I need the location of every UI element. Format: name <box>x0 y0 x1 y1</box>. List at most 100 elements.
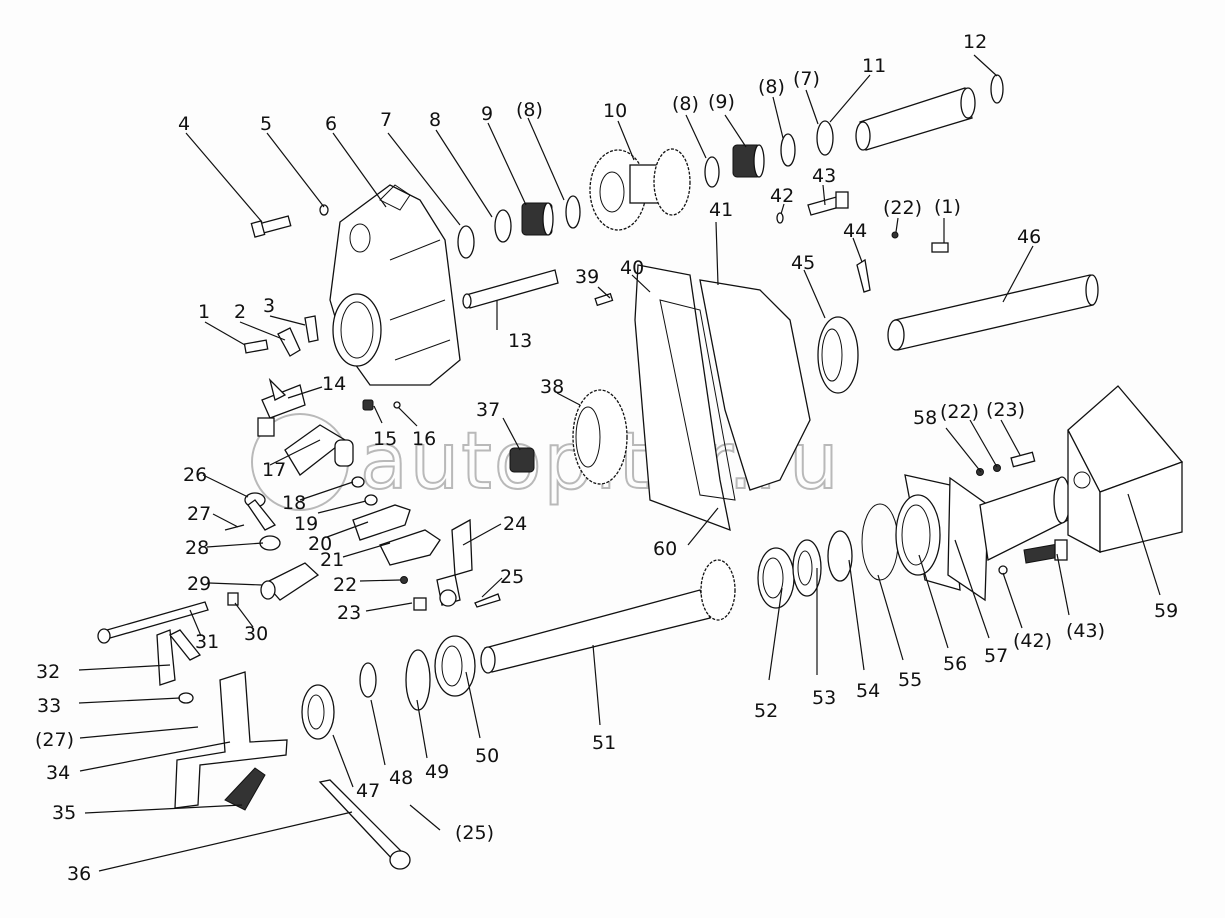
callout-l17: 17 <box>262 459 286 481</box>
part-17-selector <box>284 424 354 476</box>
leader-line-l60 <box>687 507 719 546</box>
leader-line-l8b <box>527 117 565 201</box>
part-44-lock-tab <box>856 258 871 293</box>
leader-line-l7 <box>387 132 461 226</box>
callout-l31: 31 <box>195 631 219 653</box>
part-4-bolt <box>250 215 292 238</box>
part-16-ball <box>393 401 401 409</box>
part-55-o-ring <box>861 503 899 581</box>
part-5-nut <box>319 204 329 216</box>
part-50-bearing <box>434 635 476 697</box>
leader-line-l55 <box>877 574 904 661</box>
callout-l2: 2 <box>234 301 246 323</box>
part-43-bolt <box>807 191 849 216</box>
part-31-rod <box>97 601 209 644</box>
callout-l26: 26 <box>183 464 207 486</box>
callout-l54: 54 <box>856 680 880 702</box>
callout-l24: 24 <box>503 513 527 535</box>
part-59-cover-box <box>1067 385 1184 554</box>
callout-l25b: (25) <box>455 822 494 844</box>
part-8-ring-3 <box>704 156 720 188</box>
callout-l25: 25 <box>500 566 524 588</box>
leader-line-l27b <box>79 726 199 739</box>
leader-line-l24 <box>462 523 502 546</box>
callout-l18: 18 <box>282 492 306 514</box>
part-38-gear <box>572 389 628 485</box>
part-53-seal <box>792 539 822 597</box>
leader-line-l9b <box>724 114 747 148</box>
callout-l6: 6 <box>325 113 337 135</box>
leader-line-l42b <box>1002 572 1023 629</box>
leader-line-l51 <box>592 644 601 726</box>
part-8-ring-4 <box>780 133 796 167</box>
leader-line-l44 <box>852 237 863 263</box>
part-60-gasket <box>659 299 736 501</box>
callout-l51: 51 <box>592 732 616 754</box>
callout-l47: 47 <box>356 780 380 802</box>
leader-line-l12 <box>973 54 998 77</box>
part-3-lock <box>304 315 319 343</box>
leader-line-l28 <box>206 542 264 548</box>
callout-l59: 59 <box>1154 600 1178 622</box>
callout-l48: 48 <box>389 767 413 789</box>
callout-l3: 3 <box>263 295 275 317</box>
callout-l33: 33 <box>37 695 61 717</box>
leader-line-l50 <box>465 671 481 739</box>
part-25-pin <box>474 593 501 608</box>
part-27-cotter-pin <box>224 524 245 531</box>
leader-line-l22c <box>969 419 998 468</box>
part-42-washer <box>776 212 784 224</box>
callout-l34: 34 <box>46 762 70 784</box>
leader-line-l3 <box>269 315 306 326</box>
leader-line-l57 <box>954 539 990 639</box>
leader-line-l4 <box>185 132 263 223</box>
leader-line-l35 <box>84 804 243 814</box>
callout-l37: 37 <box>476 399 500 421</box>
callout-l1: 1 <box>198 301 210 323</box>
part-23-bolt-2 <box>1010 451 1036 468</box>
leader-line-l26 <box>202 474 249 498</box>
leader-line-l32 <box>78 664 171 671</box>
leader-line-l5 <box>266 132 325 208</box>
part-34-bracket-plate <box>174 671 288 809</box>
callout-l10: 10 <box>603 100 627 122</box>
leader-line-l10 <box>617 120 635 161</box>
leader-line-l52 <box>768 587 783 681</box>
callout-l21: 21 <box>320 549 344 571</box>
part-40-gasket <box>634 264 731 532</box>
leader-line-l18 <box>299 481 354 501</box>
leader-line-l6 <box>332 132 387 208</box>
leader-line-l2 <box>239 321 286 341</box>
part-18-ring <box>351 476 365 488</box>
leader-line-l8c <box>685 114 707 159</box>
part-46-output-shaft <box>887 274 1099 351</box>
callout-l9b: (9) <box>708 91 735 113</box>
callout-l5: 5 <box>260 113 272 135</box>
part-48-snap-ring <box>359 662 377 698</box>
part-22-washer <box>400 576 408 584</box>
callout-l40: 40 <box>620 257 644 279</box>
part-22-washer-3 <box>993 464 1001 472</box>
leader-line-l16 <box>397 406 418 427</box>
callout-l15: 15 <box>373 428 397 450</box>
callout-l43: 43 <box>812 165 836 187</box>
callout-l49: 49 <box>425 761 449 783</box>
callout-l23: 23 <box>337 602 361 624</box>
leader-line-l11 <box>829 74 871 123</box>
part-1-bolt <box>243 339 269 354</box>
leader-line-l22b <box>895 217 899 233</box>
callout-l8b: (8) <box>516 99 543 121</box>
callout-l16: 16 <box>412 428 436 450</box>
callout-l38: 38 <box>540 376 564 398</box>
part-35-knob <box>224 767 266 811</box>
part-1-bolt-2 <box>931 242 949 253</box>
leader-line-l30 <box>234 602 254 628</box>
part-57-cover <box>947 476 1071 602</box>
leader-line-l54 <box>848 559 865 671</box>
leader-line-l34 <box>79 741 231 772</box>
callout-l7: 7 <box>380 109 392 131</box>
leader-line-l59 <box>1127 493 1161 596</box>
part-13-shift-rod <box>462 269 559 309</box>
